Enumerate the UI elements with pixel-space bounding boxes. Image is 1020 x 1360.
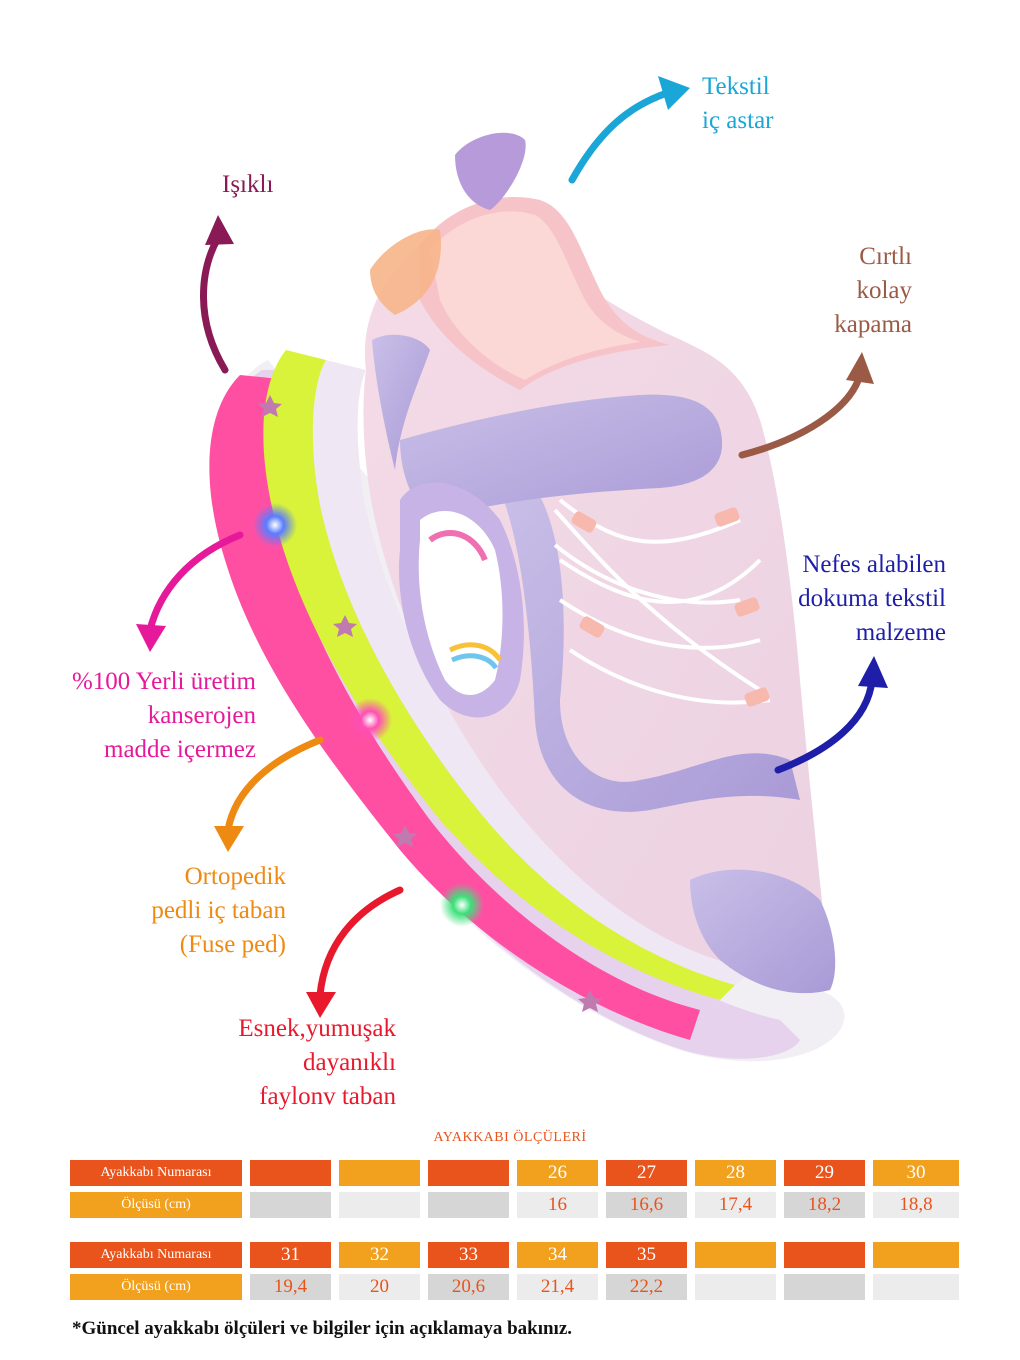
label-velcro: Cırtlı kolay kapama — [834, 243, 912, 338]
size-cell — [784, 1242, 865, 1268]
callout-arrows — [136, 76, 888, 1018]
length-cell: 17,4 — [695, 1192, 776, 1218]
size-cell — [428, 1160, 509, 1186]
size-cell: 35 — [606, 1242, 687, 1268]
length-cell: 19,4 — [250, 1274, 331, 1300]
length-cell — [784, 1274, 865, 1300]
pull-tab — [455, 132, 526, 210]
heel-panel — [370, 229, 441, 315]
length-cell — [339, 1192, 420, 1218]
length-cell: 20 — [339, 1274, 420, 1300]
shoe-size-label: Ayakkabı Numarası — [70, 1160, 242, 1186]
size-cell: 26 — [517, 1160, 598, 1186]
elastic-laces — [553, 498, 771, 705]
size-cell: 28 — [695, 1160, 776, 1186]
velcro-strap — [400, 394, 723, 520]
arrow-textile — [568, 88, 674, 184]
side-overlay — [500, 480, 800, 812]
length-label: Ölçüsü (cm) — [70, 1274, 242, 1300]
arrow-lights — [200, 234, 229, 374]
size-cell — [695, 1242, 776, 1268]
arrow-breathable — [774, 676, 876, 774]
led-pink — [348, 698, 392, 742]
length-cell: 22,2 — [606, 1274, 687, 1300]
length-cell: 20,6 — [428, 1274, 509, 1300]
size-cell: 34 — [517, 1242, 598, 1268]
label-lights: Işıklı — [222, 171, 274, 198]
arrow-sole — [316, 886, 404, 999]
size-cell — [873, 1242, 959, 1268]
unicorn-mane — [428, 529, 488, 562]
shoe-image — [209, 132, 845, 1062]
size-cell: 29 — [784, 1160, 865, 1186]
footnote: *Güncel ayakkabı ölçüleri ve bilgiler iç… — [72, 1318, 573, 1339]
length-cell: 16 — [517, 1192, 598, 1218]
length-cell — [428, 1192, 509, 1218]
arrow-velcro — [738, 371, 864, 459]
length-cell: 18,8 — [873, 1192, 959, 1218]
arrowheads — [136, 76, 888, 1018]
sole-yellow-layer — [263, 350, 735, 1000]
label-breathable: Nefes alabilen dokuma tekstil malzeme — [798, 551, 946, 646]
label-domestic-production: %100 Yerli üretim kanserojen madde içerm… — [71, 668, 256, 763]
label-sole: Esnek,yumuşak dayanıklı faylonv taban — [238, 1015, 396, 1110]
size-table-title: AYAKKABI ÖLÇÜLERİ — [433, 1130, 587, 1145]
length-label: Ölçüsü (cm) — [70, 1192, 242, 1218]
shoe-lining — [430, 211, 640, 380]
length-cell: 16,6 — [606, 1192, 687, 1218]
size-cell: 30 — [873, 1160, 959, 1186]
sole-stars — [258, 395, 602, 1012]
label-textile-lining: Tekstil iç astar — [702, 73, 774, 134]
arrow-orthopedic — [224, 736, 324, 834]
toe-overlay — [690, 869, 836, 994]
heel-overlay — [372, 334, 430, 470]
lace-loops — [571, 507, 770, 707]
sole-pink-layer — [209, 375, 700, 1040]
size-cell — [339, 1160, 420, 1186]
size-cell: 31 — [250, 1242, 331, 1268]
length-cell: 21,4 — [517, 1274, 598, 1300]
led-blue — [253, 503, 297, 547]
length-cell — [250, 1192, 331, 1218]
size-cell: 32 — [339, 1242, 420, 1268]
length-cell: 18,2 — [784, 1192, 865, 1218]
label-orthopedic: Ortopedik pedli iç taban (Fuse ped) — [151, 863, 286, 958]
led-green — [440, 883, 484, 927]
size-cell: 33 — [428, 1242, 509, 1268]
size-cell — [250, 1160, 331, 1186]
length-cell — [873, 1274, 959, 1300]
arrow-domestic — [146, 531, 244, 634]
length-cell — [695, 1274, 776, 1300]
sole-top-white — [312, 360, 760, 985]
shoe-size-label: Ayakkabı Numarası — [70, 1242, 242, 1268]
size-cell: 27 — [606, 1160, 687, 1186]
